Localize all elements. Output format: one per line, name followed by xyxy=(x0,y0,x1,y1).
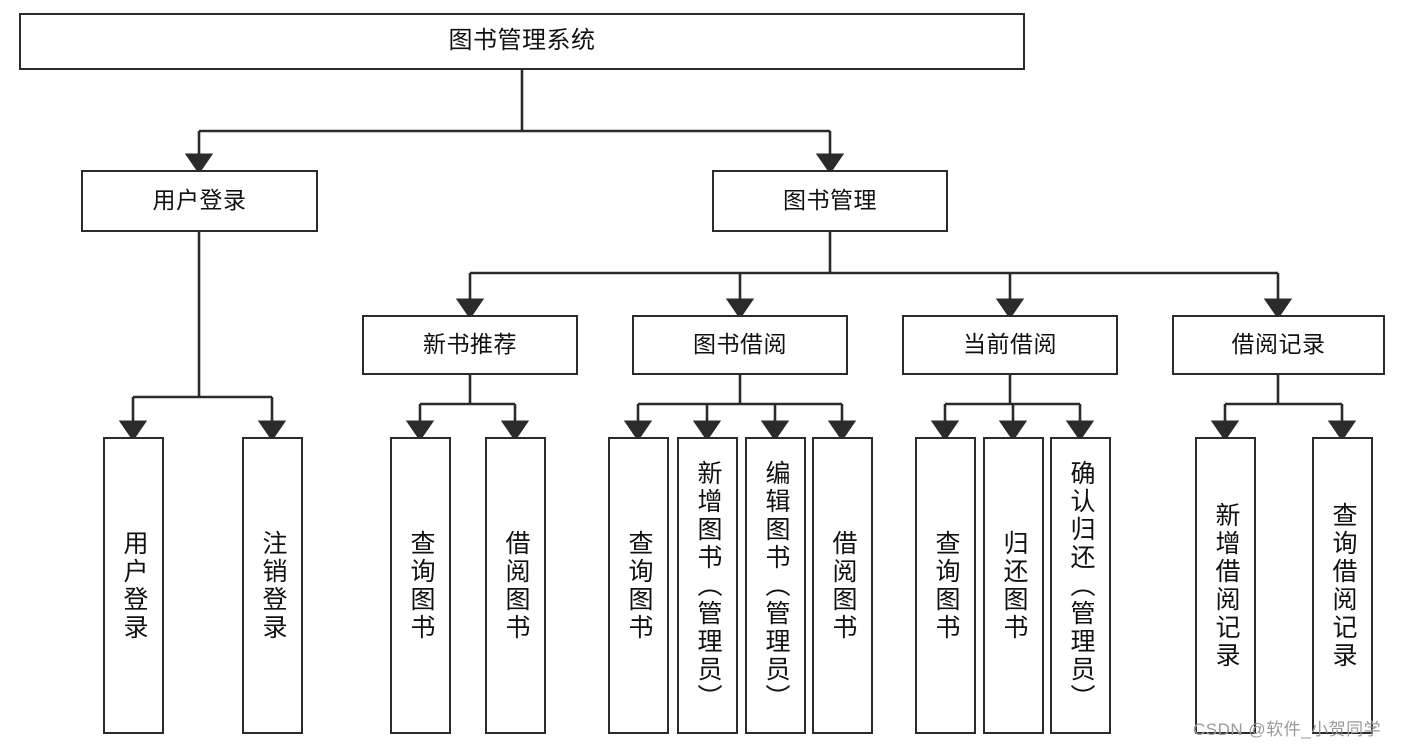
node-leaf-return-book[interactable]: 归还图书 xyxy=(983,437,1044,734)
node-leaf-logout-login[interactable]: 注销登录 xyxy=(242,437,303,734)
node-leaf-query-book-3[interactable]: 查询图书 xyxy=(915,437,976,734)
node-user-login[interactable]: 用户登录 xyxy=(81,170,318,232)
node-leaf-query-book-2-label: 查询图书 xyxy=(625,529,653,642)
node-user-login-label: 用户登录 xyxy=(152,187,247,214)
node-leaf-edit-book-admin-label: 编辑图书（管理员） xyxy=(762,459,790,712)
node-leaf-add-borrow-record-label: 新增借阅记录 xyxy=(1212,501,1240,670)
node-leaf-logout-login-label: 注销登录 xyxy=(259,529,287,642)
node-current-borrow-label: 当前借阅 xyxy=(963,331,1057,358)
node-leaf-query-book-2[interactable]: 查询图书 xyxy=(608,437,669,734)
node-root-label: 图书管理系统 xyxy=(448,27,596,55)
node-leaf-borrow-book-2-label: 借阅图书 xyxy=(829,529,857,642)
node-book-manage-label: 图书管理 xyxy=(783,187,877,214)
csdn-watermark: CSDN @软件_小贺同学 xyxy=(1193,720,1382,739)
node-current-borrow[interactable]: 当前借阅 xyxy=(902,315,1118,375)
node-new-book-recommend-label: 新书推荐 xyxy=(423,331,517,358)
node-leaf-query-book-3-label: 查询图书 xyxy=(932,529,960,642)
node-leaf-add-borrow-record[interactable]: 新增借阅记录 xyxy=(1195,437,1256,734)
node-root[interactable]: 图书管理系统 xyxy=(19,13,1025,70)
node-leaf-borrow-book-1[interactable]: 借阅图书 xyxy=(485,437,546,734)
node-leaf-query-book-1-label: 查询图书 xyxy=(407,529,435,642)
node-leaf-query-borrow-record[interactable]: 查询借阅记录 xyxy=(1312,437,1373,734)
node-leaf-edit-book-admin[interactable]: 编辑图书（管理员） xyxy=(745,437,806,734)
node-leaf-add-book-admin-label: 新增图书（管理员） xyxy=(694,459,722,712)
node-leaf-confirm-return-admin[interactable]: 确认归还（管理员） xyxy=(1050,437,1111,734)
node-book-borrow[interactable]: 图书借阅 xyxy=(632,315,848,375)
node-borrow-record-label: 借阅记录 xyxy=(1231,331,1326,358)
node-leaf-query-borrow-record-label: 查询借阅记录 xyxy=(1329,501,1357,670)
node-book-borrow-label: 图书借阅 xyxy=(693,331,787,358)
node-book-manage[interactable]: 图书管理 xyxy=(712,170,948,232)
node-leaf-borrow-book-1-label: 借阅图书 xyxy=(502,529,530,642)
node-leaf-query-book-1[interactable]: 查询图书 xyxy=(390,437,451,734)
node-new-book-recommend[interactable]: 新书推荐 xyxy=(362,315,578,375)
node-borrow-record[interactable]: 借阅记录 xyxy=(1172,315,1385,375)
node-leaf-return-book-label: 归还图书 xyxy=(1000,529,1028,642)
node-leaf-user-login[interactable]: 用户登录 xyxy=(103,437,164,734)
node-leaf-add-book-admin[interactable]: 新增图书（管理员） xyxy=(677,437,738,734)
node-leaf-confirm-return-admin-label: 确认归还（管理员） xyxy=(1067,459,1095,712)
node-leaf-borrow-book-2[interactable]: 借阅图书 xyxy=(812,437,873,734)
node-leaf-user-login-label: 用户登录 xyxy=(120,529,148,642)
